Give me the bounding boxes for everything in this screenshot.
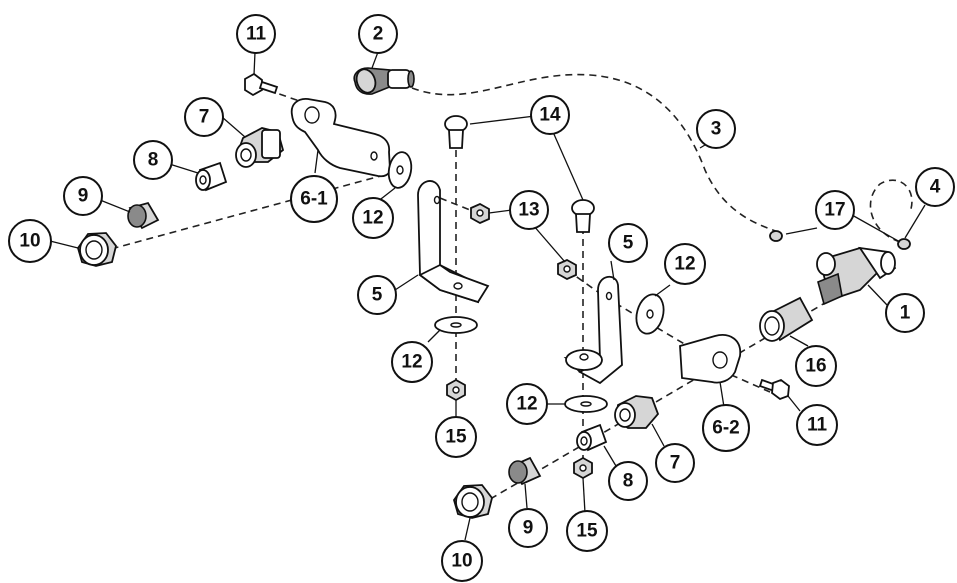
svg-text:8: 8 (148, 150, 159, 171)
washer-12-lower-left (434, 316, 478, 334)
svg-text:11: 11 (246, 24, 267, 45)
callout-13: 13 (509, 190, 549, 230)
screw-14-right (571, 199, 595, 233)
callout-10-right: 10 (441, 540, 483, 582)
callout-9-right: 9 (508, 508, 548, 548)
callout-7-left: 7 (184, 97, 224, 137)
svg-text:8: 8 (623, 471, 634, 492)
svg-text:10: 10 (19, 231, 40, 252)
small-fitting-17 (769, 230, 911, 250)
sleeve-8-left (195, 161, 228, 192)
ferrule-9-left (127, 201, 160, 230)
svg-text:4: 4 (930, 177, 941, 198)
svg-text:9: 9 (78, 186, 89, 207)
callout-15-right: 15 (566, 510, 608, 552)
washer-12-upper (387, 151, 413, 189)
hex-nut-10-right (453, 484, 493, 519)
bracket-6-1 (290, 98, 391, 178)
svg-text:15: 15 (445, 427, 467, 448)
svg-text:5: 5 (623, 233, 634, 254)
svg-text:6-1: 6-1 (300, 189, 328, 210)
callout-5-left: 5 (357, 275, 397, 315)
callout-10-left: 10 (8, 219, 52, 263)
callout-16: 16 (795, 345, 837, 387)
svg-text:12: 12 (401, 352, 422, 373)
svg-text:10: 10 (451, 551, 472, 572)
tube-loop (869, 179, 913, 243)
bracket-6-2 (679, 334, 742, 384)
coupling-16 (759, 296, 814, 342)
svg-text:12: 12 (516, 394, 537, 415)
bolt-11-top (244, 72, 279, 97)
tee-fitting-1 (816, 246, 897, 306)
callout-5-right: 5 (608, 223, 648, 263)
svg-text:3: 3 (711, 119, 722, 140)
callout-12-lower-right: 12 (506, 383, 548, 425)
callout-9-left: 9 (63, 176, 103, 216)
callout-8-right: 8 (608, 461, 648, 501)
svg-text:2: 2 (373, 24, 384, 45)
nut-13-left (470, 202, 490, 225)
tube-path (411, 73, 779, 233)
callout-7-right: 7 (655, 443, 695, 483)
nut-13-right (557, 258, 577, 281)
callout-1: 1 (885, 293, 925, 333)
callout-11-right: 11 (796, 404, 838, 446)
washer-12-right (635, 293, 665, 335)
sleeve-8-right (576, 423, 608, 452)
svg-text:6-2: 6-2 (712, 418, 739, 439)
washer-12-lower-right (564, 395, 608, 413)
callout-4: 4 (915, 167, 955, 207)
svg-text:9: 9 (523, 518, 534, 539)
svg-text:16: 16 (805, 356, 826, 377)
svg-text:1: 1 (900, 303, 911, 324)
fitting-7-left (235, 127, 285, 168)
callout-3: 3 (696, 109, 736, 149)
svg-text:17: 17 (824, 200, 845, 221)
fitting-7-right (614, 395, 660, 429)
hex-nut-10-left (77, 232, 117, 267)
l-bracket-5-left (417, 180, 490, 304)
nut-15-left (446, 378, 466, 402)
elbow-fitting-2 (353, 67, 415, 95)
callout-12-lower-left: 12 (391, 341, 433, 383)
callout-14: 14 (530, 95, 570, 135)
screw-14-left (444, 115, 468, 149)
leader-lines (49, 51, 926, 541)
callout-2: 2 (358, 14, 398, 54)
svg-text:7: 7 (670, 453, 681, 474)
callout-15-left: 15 (435, 416, 477, 458)
svg-text:15: 15 (576, 521, 598, 542)
callout-11-top: 11 (236, 14, 276, 54)
svg-text:12: 12 (362, 208, 383, 229)
callout-8-left: 8 (133, 140, 173, 180)
nut-15-right (573, 456, 593, 480)
l-bracket-5-right (563, 276, 623, 385)
svg-text:11: 11 (807, 415, 828, 436)
svg-text:14: 14 (539, 105, 561, 126)
callout-17: 17 (815, 190, 855, 230)
callout-6-1: 6-1 (290, 175, 338, 223)
callout-12-right: 12 (664, 243, 706, 285)
svg-text:13: 13 (518, 200, 539, 221)
svg-text:12: 12 (674, 254, 695, 275)
callout-6-2: 6-2 (702, 404, 750, 452)
svg-text:7: 7 (199, 107, 210, 128)
ferrule-9-right (508, 456, 542, 486)
svg-text:5: 5 (372, 285, 383, 306)
callout-12-upper: 12 (352, 197, 394, 239)
